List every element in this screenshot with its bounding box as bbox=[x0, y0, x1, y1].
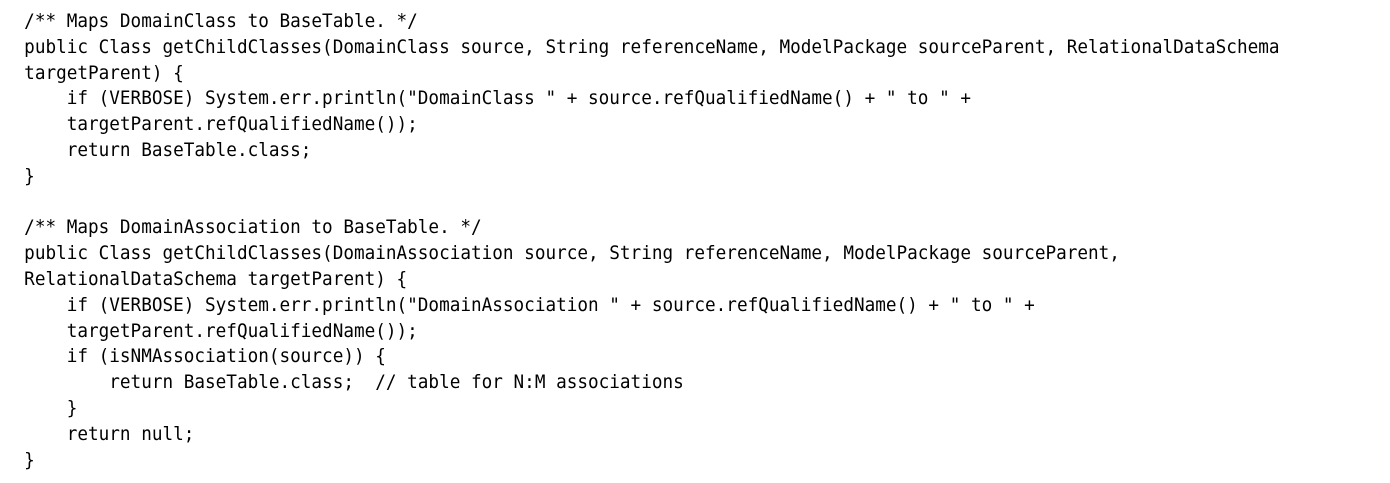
code-line: if (VERBOSE) System.err.println("DomainA… bbox=[24, 293, 1035, 316]
code-line: } bbox=[24, 396, 78, 419]
code-listing: /** Maps DomainClass to BaseTable. */ pu… bbox=[0, 9, 1293, 473]
code-line: return BaseTable.class; // table for N:M… bbox=[24, 371, 684, 394]
code-line: targetParent.refQualifiedName()); bbox=[24, 113, 418, 136]
code-line bbox=[24, 190, 1293, 216]
code-line: public Class getChildClasses(DomainClass… bbox=[24, 35, 1280, 58]
code-line: targetParent.refQualifiedName()); bbox=[24, 319, 418, 342]
code-line: RelationalDataSchema targetParent) { bbox=[24, 267, 408, 290]
code-line: } bbox=[24, 164, 35, 187]
code-line: targetParent) { bbox=[24, 61, 184, 84]
code-line: if (isNMAssociation(source)) { bbox=[24, 345, 386, 368]
code-line: return BaseTable.class; bbox=[24, 138, 312, 161]
code-line: return null; bbox=[24, 422, 195, 445]
code-line: } bbox=[24, 448, 35, 471]
code-line: /** Maps DomainClass to BaseTable. */ bbox=[24, 10, 418, 32]
code-line: public Class getChildClasses(DomainAssoc… bbox=[24, 242, 1120, 265]
code-line: /** Maps DomainAssociation to BaseTable.… bbox=[24, 216, 482, 239]
code-line: if (VERBOSE) System.err.println("DomainC… bbox=[24, 87, 971, 110]
